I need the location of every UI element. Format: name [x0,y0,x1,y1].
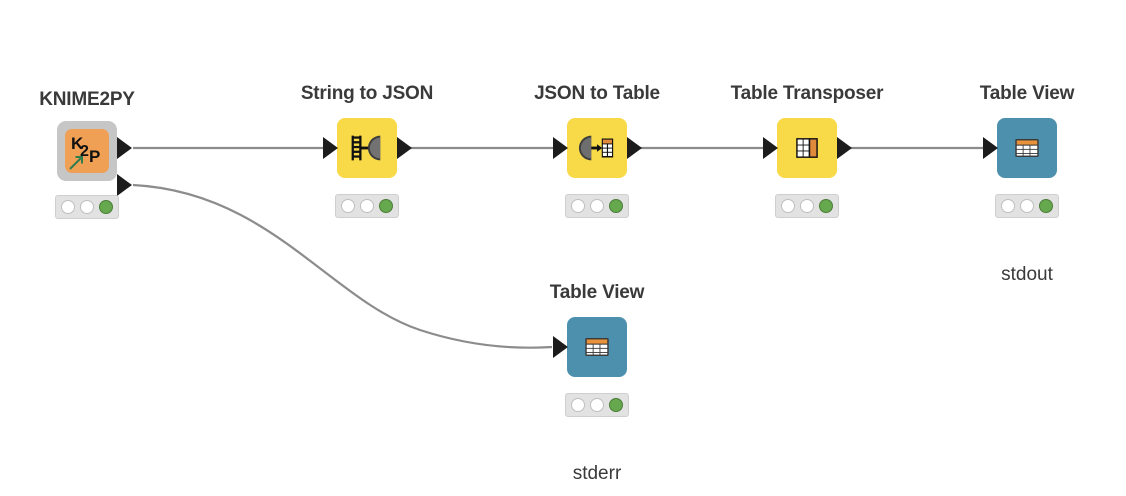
status-led-configured [590,199,604,213]
status-led-idle [571,199,585,213]
status-bar-string-to-json [335,194,399,218]
node-body-table-view-stdout[interactable] [997,118,1057,178]
status-led-executed [1039,199,1053,213]
status-led-configured [590,398,604,412]
input-port-string-to-json[interactable] [323,137,338,159]
status-led-executed [609,199,623,213]
string-to-json-icon [351,135,381,161]
input-port-table-view-stderr[interactable] [553,336,568,358]
json-to-table-icon [578,135,614,161]
status-led-configured [800,199,814,213]
output-port-table-transposer[interactable] [837,137,852,159]
status-bar-table-view-stderr [565,393,629,417]
status-led-executed [379,199,393,213]
status-bar-knime2py [55,195,119,219]
status-led-idle [61,200,75,214]
node-sublabel-stderr: stderr [572,463,622,484]
node-title-string-to-json: String to JSON [300,83,434,104]
status-led-idle [1001,199,1015,213]
status-led-executed [99,200,113,214]
status-bar-json-to-table [565,194,629,218]
table-view-icon [585,338,609,356]
status-led-idle [571,398,585,412]
k2p-icon: K 2 P [65,129,109,173]
node-sublabel-stdout: stdout [1001,264,1053,285]
node-title-json-to-table: JSON to Table [534,83,660,104]
status-led-configured [80,200,94,214]
node-title-table-view-stdout: Table View [979,83,1075,104]
node-title-table-view-stderr: Table View [549,282,645,303]
table-view-icon [1015,139,1039,157]
output-port-json-to-table[interactable] [627,137,642,159]
status-led-configured [1020,199,1034,213]
output-port-1-knime2py[interactable] [117,174,132,196]
status-led-idle [341,199,355,213]
node-body-table-view-stderr[interactable] [567,317,627,377]
status-bar-table-view-stdout [995,194,1059,218]
status-led-executed [819,199,833,213]
status-led-executed [609,398,623,412]
node-body-json-to-table[interactable] [567,118,627,178]
input-port-json-to-table[interactable] [553,137,568,159]
svg-text:2: 2 [80,143,89,160]
status-led-idle [781,199,795,213]
k2p-icon-glyph: K 2 P [69,134,100,170]
table-transposer-icon [796,138,818,158]
svg-text:K: K [71,134,84,153]
svg-text:P: P [89,147,100,166]
node-body-table-transposer[interactable] [777,118,837,178]
node-body-string-to-json[interactable] [337,118,397,178]
node-title-table-transposer: Table Transposer [730,83,884,104]
node-title-knime2py: KNIME2PY [39,89,135,110]
status-bar-table-transposer [775,194,839,218]
output-port-string-to-json[interactable] [397,137,412,159]
input-port-table-transposer[interactable] [763,137,778,159]
status-led-configured [360,199,374,213]
node-body-knime2py[interactable]: K 2 P [57,121,117,181]
input-port-table-view-stdout[interactable] [983,137,998,159]
output-port-0-knime2py[interactable] [117,137,132,159]
